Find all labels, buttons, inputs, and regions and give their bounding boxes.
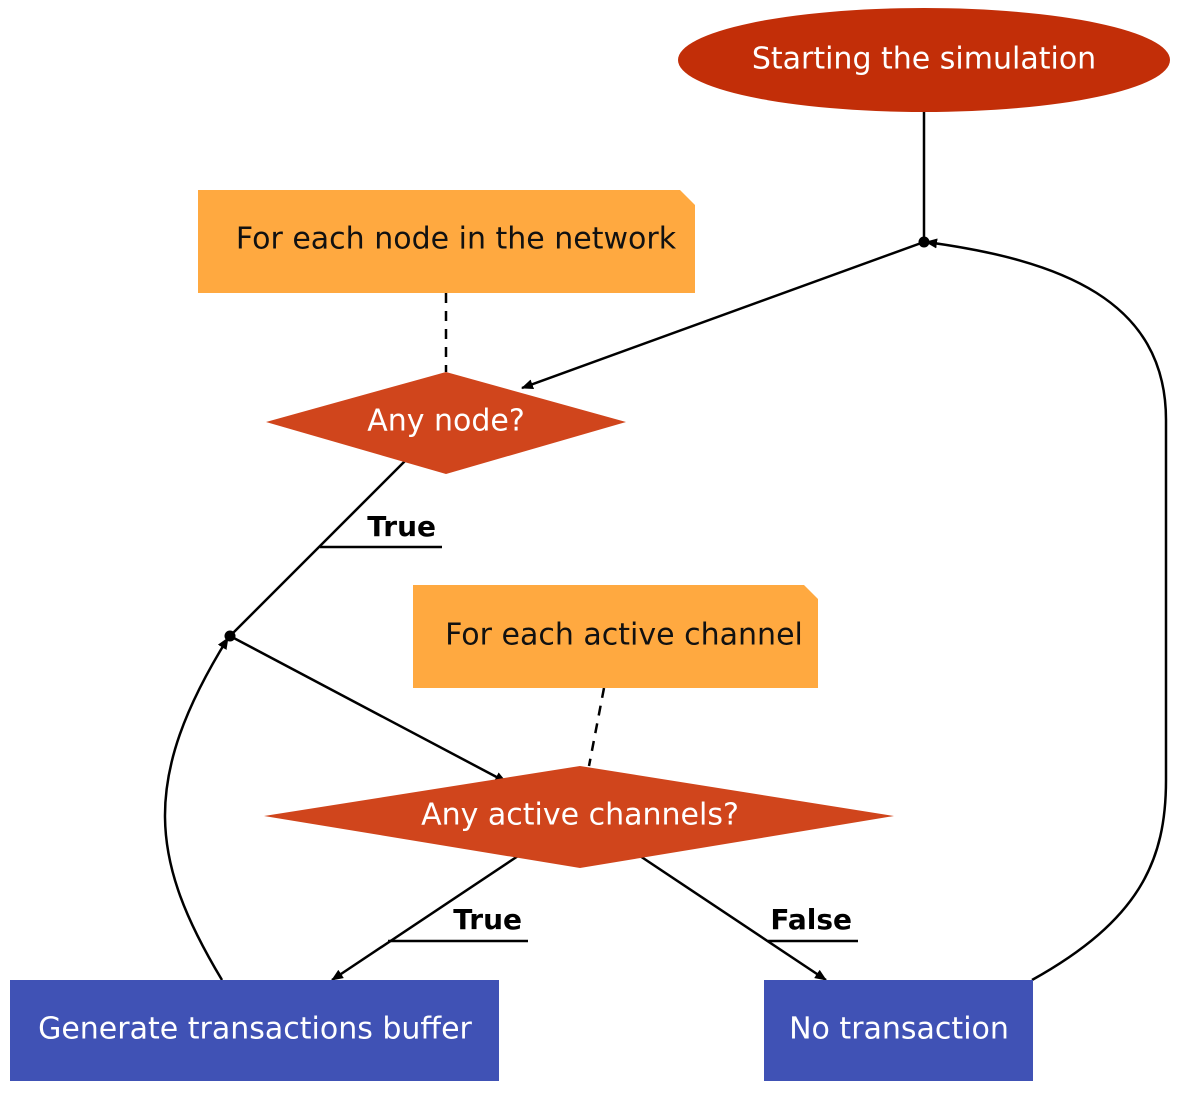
note-node-shape [198, 190, 695, 293]
decision-any-node-shape [266, 372, 626, 474]
junction-dot-mid [224, 630, 236, 642]
decision-any-node: Any node? [266, 372, 626, 474]
decision-any-node-label: Any node? [367, 404, 525, 439]
note-node-label: For each node in the network [236, 222, 677, 257]
edge-note-channel-dashed [587, 687, 606, 767]
edge-label-channels-false: False [770, 903, 852, 936]
edge-channels-false [639, 854, 827, 982]
process-no-transaction-shape [764, 980, 1033, 1081]
process-no-transaction-label: No transaction [789, 1012, 1009, 1047]
start-node-label: Starting the simulation [752, 42, 1096, 77]
note-channel-label: For each active channel [445, 618, 803, 653]
process-no-transaction: No transaction [764, 980, 1033, 1081]
note-node-loop: For each node in the network [198, 190, 695, 293]
decision-any-active-channels: Any active channels? [264, 766, 894, 868]
decision-channels-shape [264, 766, 894, 868]
edge-generate-loop [163, 637, 230, 981]
note-channel-shape [413, 585, 818, 688]
process-generate-transactions: Generate transactions buffer [10, 980, 499, 1081]
edge-no-transaction-loop [925, 238, 1168, 982]
start-node: Starting the simulation [678, 8, 1170, 112]
note-channel-loop: For each active channel [413, 585, 818, 688]
edge-channels-true [331, 854, 519, 982]
decision-channels-label: Any active channels? [421, 798, 739, 833]
edge-label-any-node-true: True [367, 510, 436, 543]
junction-dot-top [918, 236, 930, 248]
start-node-shape [678, 8, 1170, 112]
edge-label-channels-true: True [453, 903, 522, 936]
process-generate-shape [10, 980, 499, 1081]
edge-junction-to-any-node [521, 240, 925, 390]
process-generate-label: Generate transactions buffer [38, 1012, 472, 1047]
edge-any-node-true [229, 459, 407, 637]
edge-junction-to-channels [229, 634, 507, 784]
